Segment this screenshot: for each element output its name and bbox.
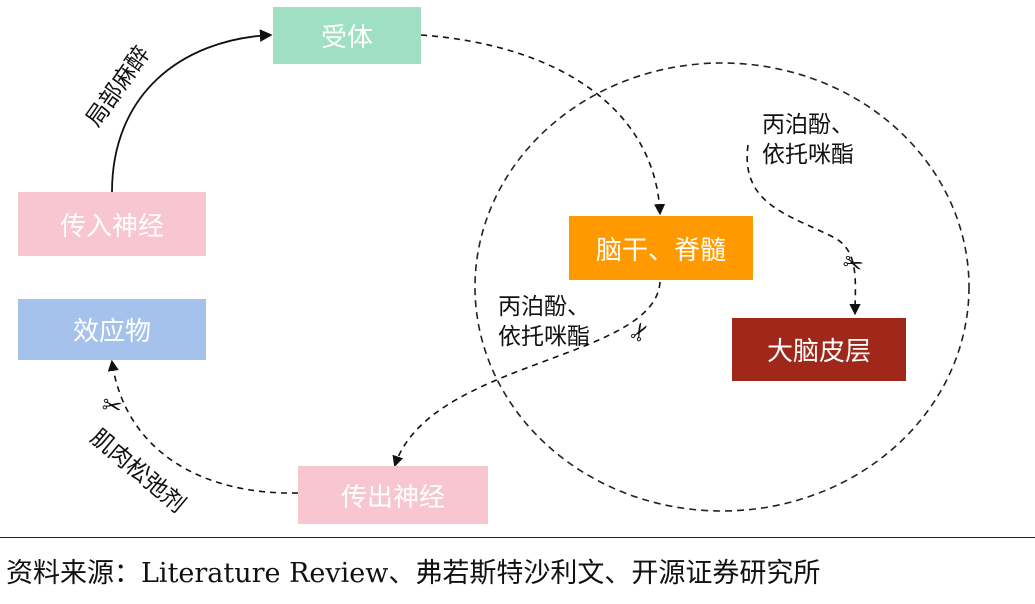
drug-to-cortex-arrow — [746, 144, 861, 316]
efferent-to-effector-arrow — [107, 359, 299, 494]
cerebral-cortex-box: 大脑皮层 — [732, 318, 906, 381]
afferent-nerve-label: 传入神经 — [59, 211, 164, 242]
drug-label-top: 丙泊酚、 依托咪酯 — [762, 110, 854, 170]
cns-ellipse — [474, 62, 970, 512]
afferent-nerve-box: 传入神经 — [18, 192, 206, 256]
drug-label-top-line1: 丙泊酚、 — [762, 112, 854, 138]
cerebral-cortex-label: 大脑皮层 — [766, 337, 871, 367]
brainstem-spinal-cord-label: 脑干、脊髓 — [595, 235, 726, 266]
receptor-to-brainstem-arrow — [420, 34, 666, 216]
source-divider — [0, 537, 1035, 538]
source-note: 资料来源：Literature Review、弗若斯特沙利文、开源证券研究所 — [6, 558, 821, 589]
efferent-nerve-label: 传出神经 — [340, 482, 445, 513]
brainstem-spinal-cord-box: 脑干、脊髓 — [569, 216, 753, 280]
drug-label-mid: 丙泊酚、 依托咪酯 — [498, 292, 590, 352]
afferent-to-receptor-arrow — [111, 29, 273, 193]
brainstem-to-efferent-arrow — [392, 281, 661, 468]
effector-label: 效应物 — [72, 317, 151, 347]
drug-label-mid-line1: 丙泊酚、 — [498, 294, 590, 320]
receptor-label: 受体 — [320, 23, 373, 53]
drug-label-mid-line2: 依托咪酯 — [498, 324, 590, 350]
scissors-icon: ✂ — [99, 390, 125, 422]
efferent-nerve-box: 传出神经 — [298, 466, 488, 524]
drug-label-top-line2: 依托咪酯 — [762, 142, 854, 168]
effector-box: 效应物 — [18, 299, 206, 360]
receptor-box: 受体 — [273, 7, 421, 64]
